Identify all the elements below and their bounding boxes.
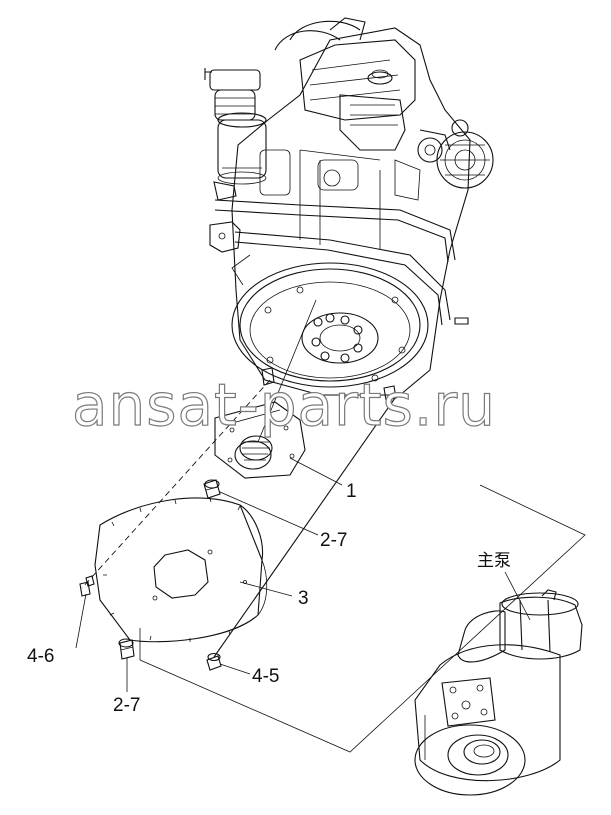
bolt-4-6 bbox=[79, 575, 95, 597]
callout-2-7-upper: 2-7 bbox=[320, 530, 347, 551]
flywheel bbox=[231, 254, 429, 401]
cover-plate bbox=[94, 497, 268, 643]
main-pump bbox=[414, 589, 583, 796]
bolt-2-7-upper bbox=[203, 479, 221, 499]
callout-3: 3 bbox=[298, 588, 309, 609]
bolt-4-5 bbox=[206, 652, 222, 671]
flywheel-coupling bbox=[214, 401, 306, 479]
watermark-text: ansat-parts.ru bbox=[72, 371, 496, 439]
callout-1: 1 bbox=[346, 481, 357, 502]
bolt-2-7-lower bbox=[118, 638, 135, 660]
callout-4-6: 4-6 bbox=[27, 646, 54, 667]
alternator bbox=[436, 119, 494, 189]
callout-2-7-lower: 2-7 bbox=[113, 695, 140, 716]
leader-lines bbox=[75, 299, 586, 753]
callout-main-pump: 主泵 bbox=[477, 551, 511, 571]
engine-assembly bbox=[204, 17, 494, 396]
callout-4-5: 4-5 bbox=[252, 666, 279, 687]
